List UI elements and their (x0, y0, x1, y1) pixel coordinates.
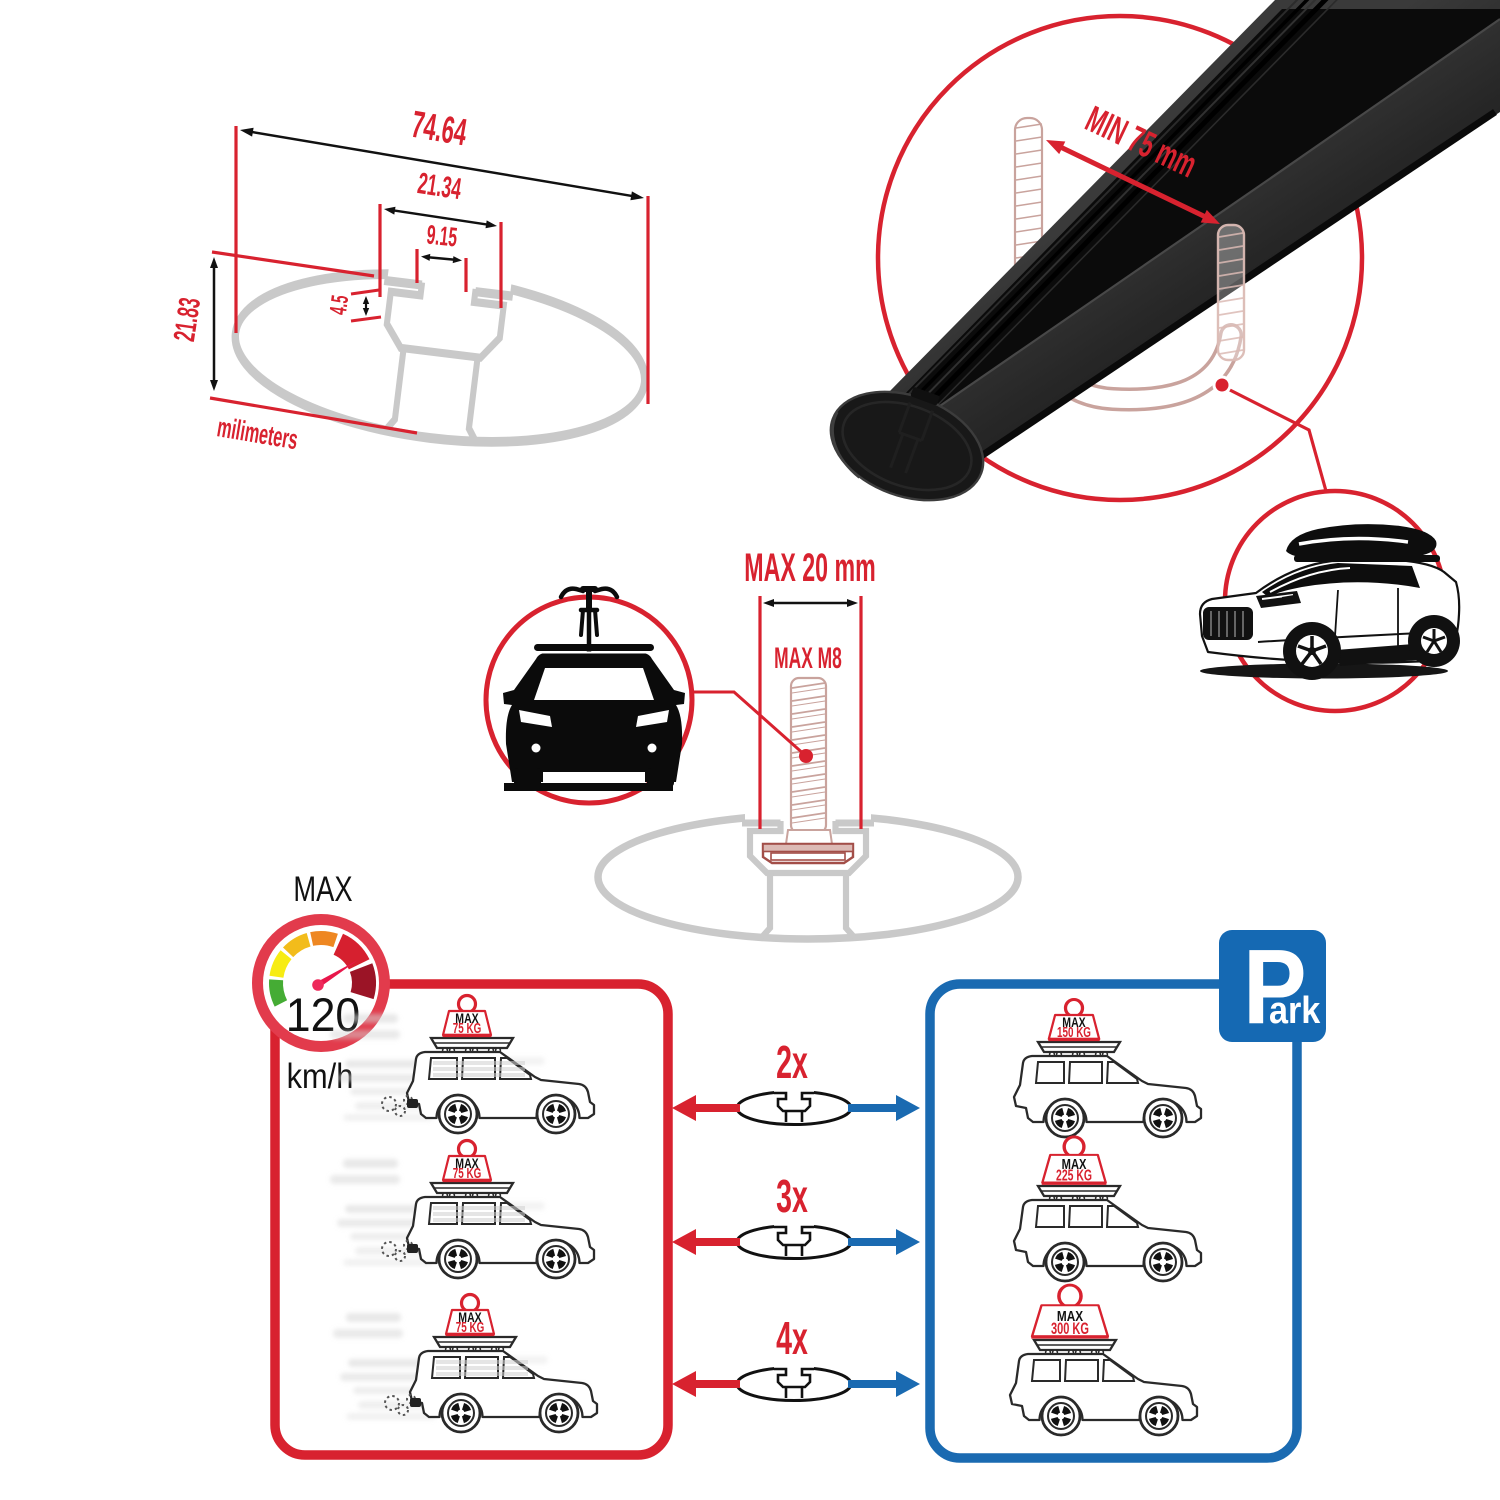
svg-text:P: P (1243, 928, 1307, 1046)
svg-text:150 KG: 150 KG (1057, 1024, 1091, 1040)
svg-text:MAX 20 mm: MAX 20 mm (744, 544, 875, 589)
svg-text:75 KG: 75 KG (456, 1319, 484, 1335)
svg-text:MAX: MAX (458, 1310, 481, 1326)
svg-text:MAX M8: MAX M8 (774, 642, 842, 675)
svg-text:300 KG: 300 KG (1051, 1319, 1089, 1338)
svg-text:MAX: MAX (1062, 1155, 1087, 1172)
svg-text:21.83: 21.83 (168, 296, 207, 344)
svg-text:4x: 4x (776, 1313, 808, 1365)
svg-text:MAX: MAX (455, 1156, 478, 1172)
svg-text:21.34: 21.34 (415, 167, 463, 206)
svg-text:75 KG: 75 KG (453, 1020, 481, 1036)
svg-text:75 KG: 75 KG (453, 1165, 481, 1181)
svg-text:2x: 2x (776, 1037, 808, 1089)
svg-text:ark: ark (1269, 988, 1321, 1031)
svg-text:225 KG: 225 KG (1056, 1166, 1092, 1184)
svg-text:4.5: 4.5 (325, 293, 354, 316)
svg-text:3x: 3x (776, 1171, 808, 1223)
svg-text:MAX: MAX (293, 870, 352, 909)
svg-text:MAX: MAX (1057, 1307, 1083, 1324)
svg-text:74.64: 74.64 (408, 103, 470, 154)
svg-text:MAX: MAX (455, 1011, 478, 1027)
svg-text:MAX: MAX (1062, 1015, 1085, 1031)
svg-text:9.15: 9.15 (425, 219, 459, 253)
